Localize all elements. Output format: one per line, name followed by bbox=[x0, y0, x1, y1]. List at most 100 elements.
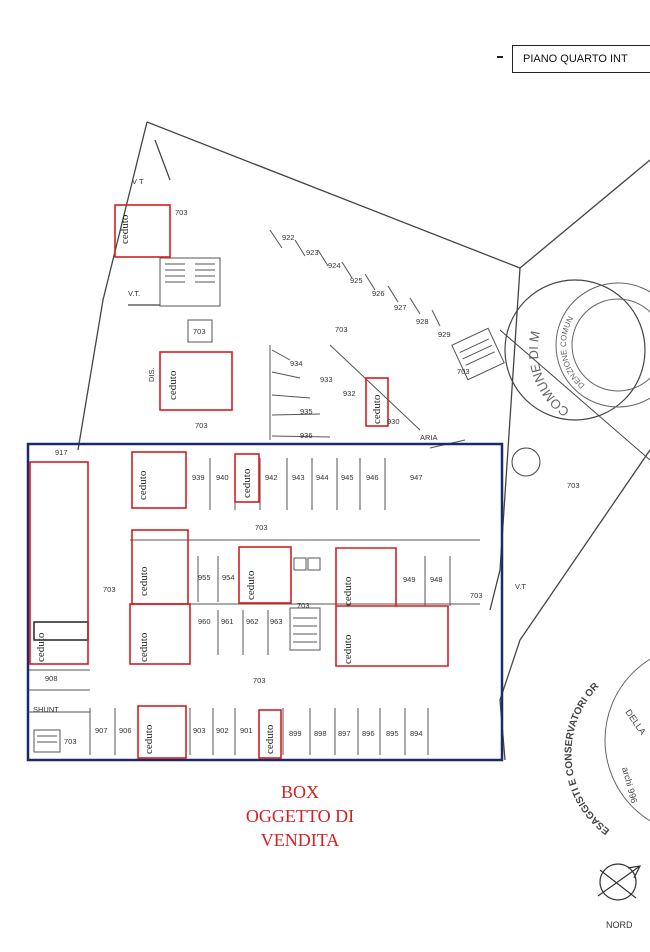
box-number-933: 933 bbox=[320, 375, 333, 384]
floor-title-box: PIANO QUARTO INT bbox=[512, 45, 650, 73]
box-number-944: 944 bbox=[316, 473, 329, 482]
sale-selection-frame bbox=[26, 442, 504, 762]
box-number-899: 899 bbox=[289, 729, 302, 738]
sold-label: ceduto bbox=[245, 570, 257, 600]
sold-label: ceduto bbox=[137, 470, 149, 500]
vt-label: V T bbox=[132, 177, 144, 186]
box-number-930: 930 bbox=[387, 417, 400, 426]
stairwell-east bbox=[451, 327, 505, 381]
box-number-908: 908 bbox=[45, 674, 58, 683]
sold-box bbox=[29, 461, 89, 665]
box-number-954: 954 bbox=[222, 573, 235, 582]
sold-box bbox=[365, 377, 389, 427]
pillar-circle bbox=[511, 447, 541, 477]
shunt-label: SHUNT bbox=[33, 705, 59, 714]
seal2-extra: archi 996 bbox=[620, 766, 639, 804]
sold-labels: ceduto ceduto ceduto ceduto ceduto cedut… bbox=[35, 214, 383, 754]
sold-box bbox=[234, 453, 260, 503]
sold-label: ceduto bbox=[35, 632, 47, 662]
box-number-963: 963 bbox=[270, 617, 283, 626]
dis-label: DIS. bbox=[147, 367, 156, 382]
box-number-928: 928 bbox=[416, 317, 429, 326]
sold-boxes bbox=[29, 204, 449, 759]
box-number-945: 945 bbox=[341, 473, 354, 482]
box-number-902: 902 bbox=[216, 726, 229, 735]
vt-label: V.T bbox=[515, 582, 526, 591]
sale-caption: BOX OGGETTO DI VENDITA bbox=[200, 780, 400, 852]
box-number-949: 949 bbox=[403, 575, 416, 584]
sold-label: ceduto bbox=[264, 724, 276, 754]
common-area-label: 703 bbox=[335, 325, 348, 334]
box-number-960: 960 bbox=[198, 617, 211, 626]
ramp-circle bbox=[504, 279, 646, 421]
box-number-925: 925 bbox=[350, 276, 363, 285]
common-area-label: 703 bbox=[297, 601, 310, 610]
sold-box bbox=[137, 705, 187, 759]
stall-dividers-upper bbox=[269, 229, 441, 440]
box-number-894: 894 bbox=[410, 729, 423, 738]
box-number-936: 936 bbox=[300, 431, 313, 440]
sold-box bbox=[238, 546, 292, 604]
common-area-label: 703 bbox=[103, 585, 116, 594]
sold-label: ceduto bbox=[167, 370, 179, 400]
common-area-label: 703 bbox=[470, 591, 483, 600]
box-number-929: 929 bbox=[438, 330, 451, 339]
north-arrow-icon bbox=[597, 863, 642, 901]
sold-box bbox=[131, 451, 187, 509]
sold-label: ceduto bbox=[241, 468, 253, 498]
box-number-896: 896 bbox=[362, 729, 375, 738]
box-number-923: 923 bbox=[306, 248, 319, 257]
architects-seal bbox=[604, 658, 650, 822]
common-area-label: 703 bbox=[457, 367, 470, 376]
seal2-inner: DELLA bbox=[623, 707, 648, 736]
seal2-text: ESAGGISTI E CONSERVATORI OR bbox=[563, 680, 612, 836]
box-number-932: 932 bbox=[343, 389, 356, 398]
sold-box bbox=[114, 204, 171, 258]
box-number-907: 907 bbox=[95, 726, 108, 735]
box-number-947: 947 bbox=[410, 473, 423, 482]
box-number-962: 962 bbox=[246, 617, 259, 626]
box-number-906: 906 bbox=[119, 726, 132, 735]
box-number-898: 898 bbox=[314, 729, 327, 738]
stairwell-north bbox=[159, 257, 221, 343]
box-number-940: 940 bbox=[216, 473, 229, 482]
sold-label: ceduto bbox=[138, 566, 150, 596]
aria-label: ARIA bbox=[420, 433, 438, 442]
sold-box bbox=[129, 603, 191, 665]
vt-label: V.T. bbox=[128, 289, 140, 298]
sold-box bbox=[159, 351, 233, 411]
box-number-948: 948 bbox=[430, 575, 443, 584]
box-number-927: 927 bbox=[394, 303, 407, 312]
box-number-895: 895 bbox=[386, 729, 399, 738]
box-number-934: 934 bbox=[290, 359, 303, 368]
box-number-903: 903 bbox=[193, 726, 206, 735]
box-number-926: 926 bbox=[372, 289, 385, 298]
sold-label: ceduto bbox=[143, 724, 155, 754]
box-number-924: 924 bbox=[328, 261, 341, 270]
box-number-897: 897 bbox=[338, 729, 351, 738]
box-number-943: 943 bbox=[292, 473, 305, 482]
box-number-labels: 922 923 924 925 926 927 928 929 934 933 932 935 936 9… bbox=[45, 233, 451, 738]
common-area-label: 703 bbox=[193, 327, 206, 336]
title-dash bbox=[497, 56, 503, 58]
stairwell-center bbox=[289, 557, 321, 651]
sold-label: ceduto bbox=[371, 394, 383, 424]
area-labels: 703 703 703 703 703 703 703 703 703 703 … bbox=[33, 177, 580, 746]
stairwell-southwest bbox=[33, 729, 61, 753]
floor-title: PIANO QUARTO INT bbox=[523, 53, 628, 65]
common-area-label: 703 bbox=[567, 481, 580, 490]
municipal-seal bbox=[555, 282, 650, 408]
box-number-935: 935 bbox=[300, 407, 313, 416]
caption-line-2: OGGETTO DI bbox=[245, 806, 355, 826]
box-number-917: 917 bbox=[55, 448, 68, 457]
common-area-label: 703 bbox=[64, 737, 77, 746]
caption-line-1: BOX bbox=[280, 782, 319, 802]
box-number-946: 946 bbox=[366, 473, 379, 482]
sold-label: ceduto bbox=[138, 632, 150, 662]
box-number-901: 901 bbox=[240, 726, 253, 735]
common-area-label: 703 bbox=[195, 421, 208, 430]
box-number-922: 922 bbox=[282, 233, 295, 242]
box-number-961: 961 bbox=[221, 617, 234, 626]
box-number-955: 955 bbox=[198, 573, 211, 582]
